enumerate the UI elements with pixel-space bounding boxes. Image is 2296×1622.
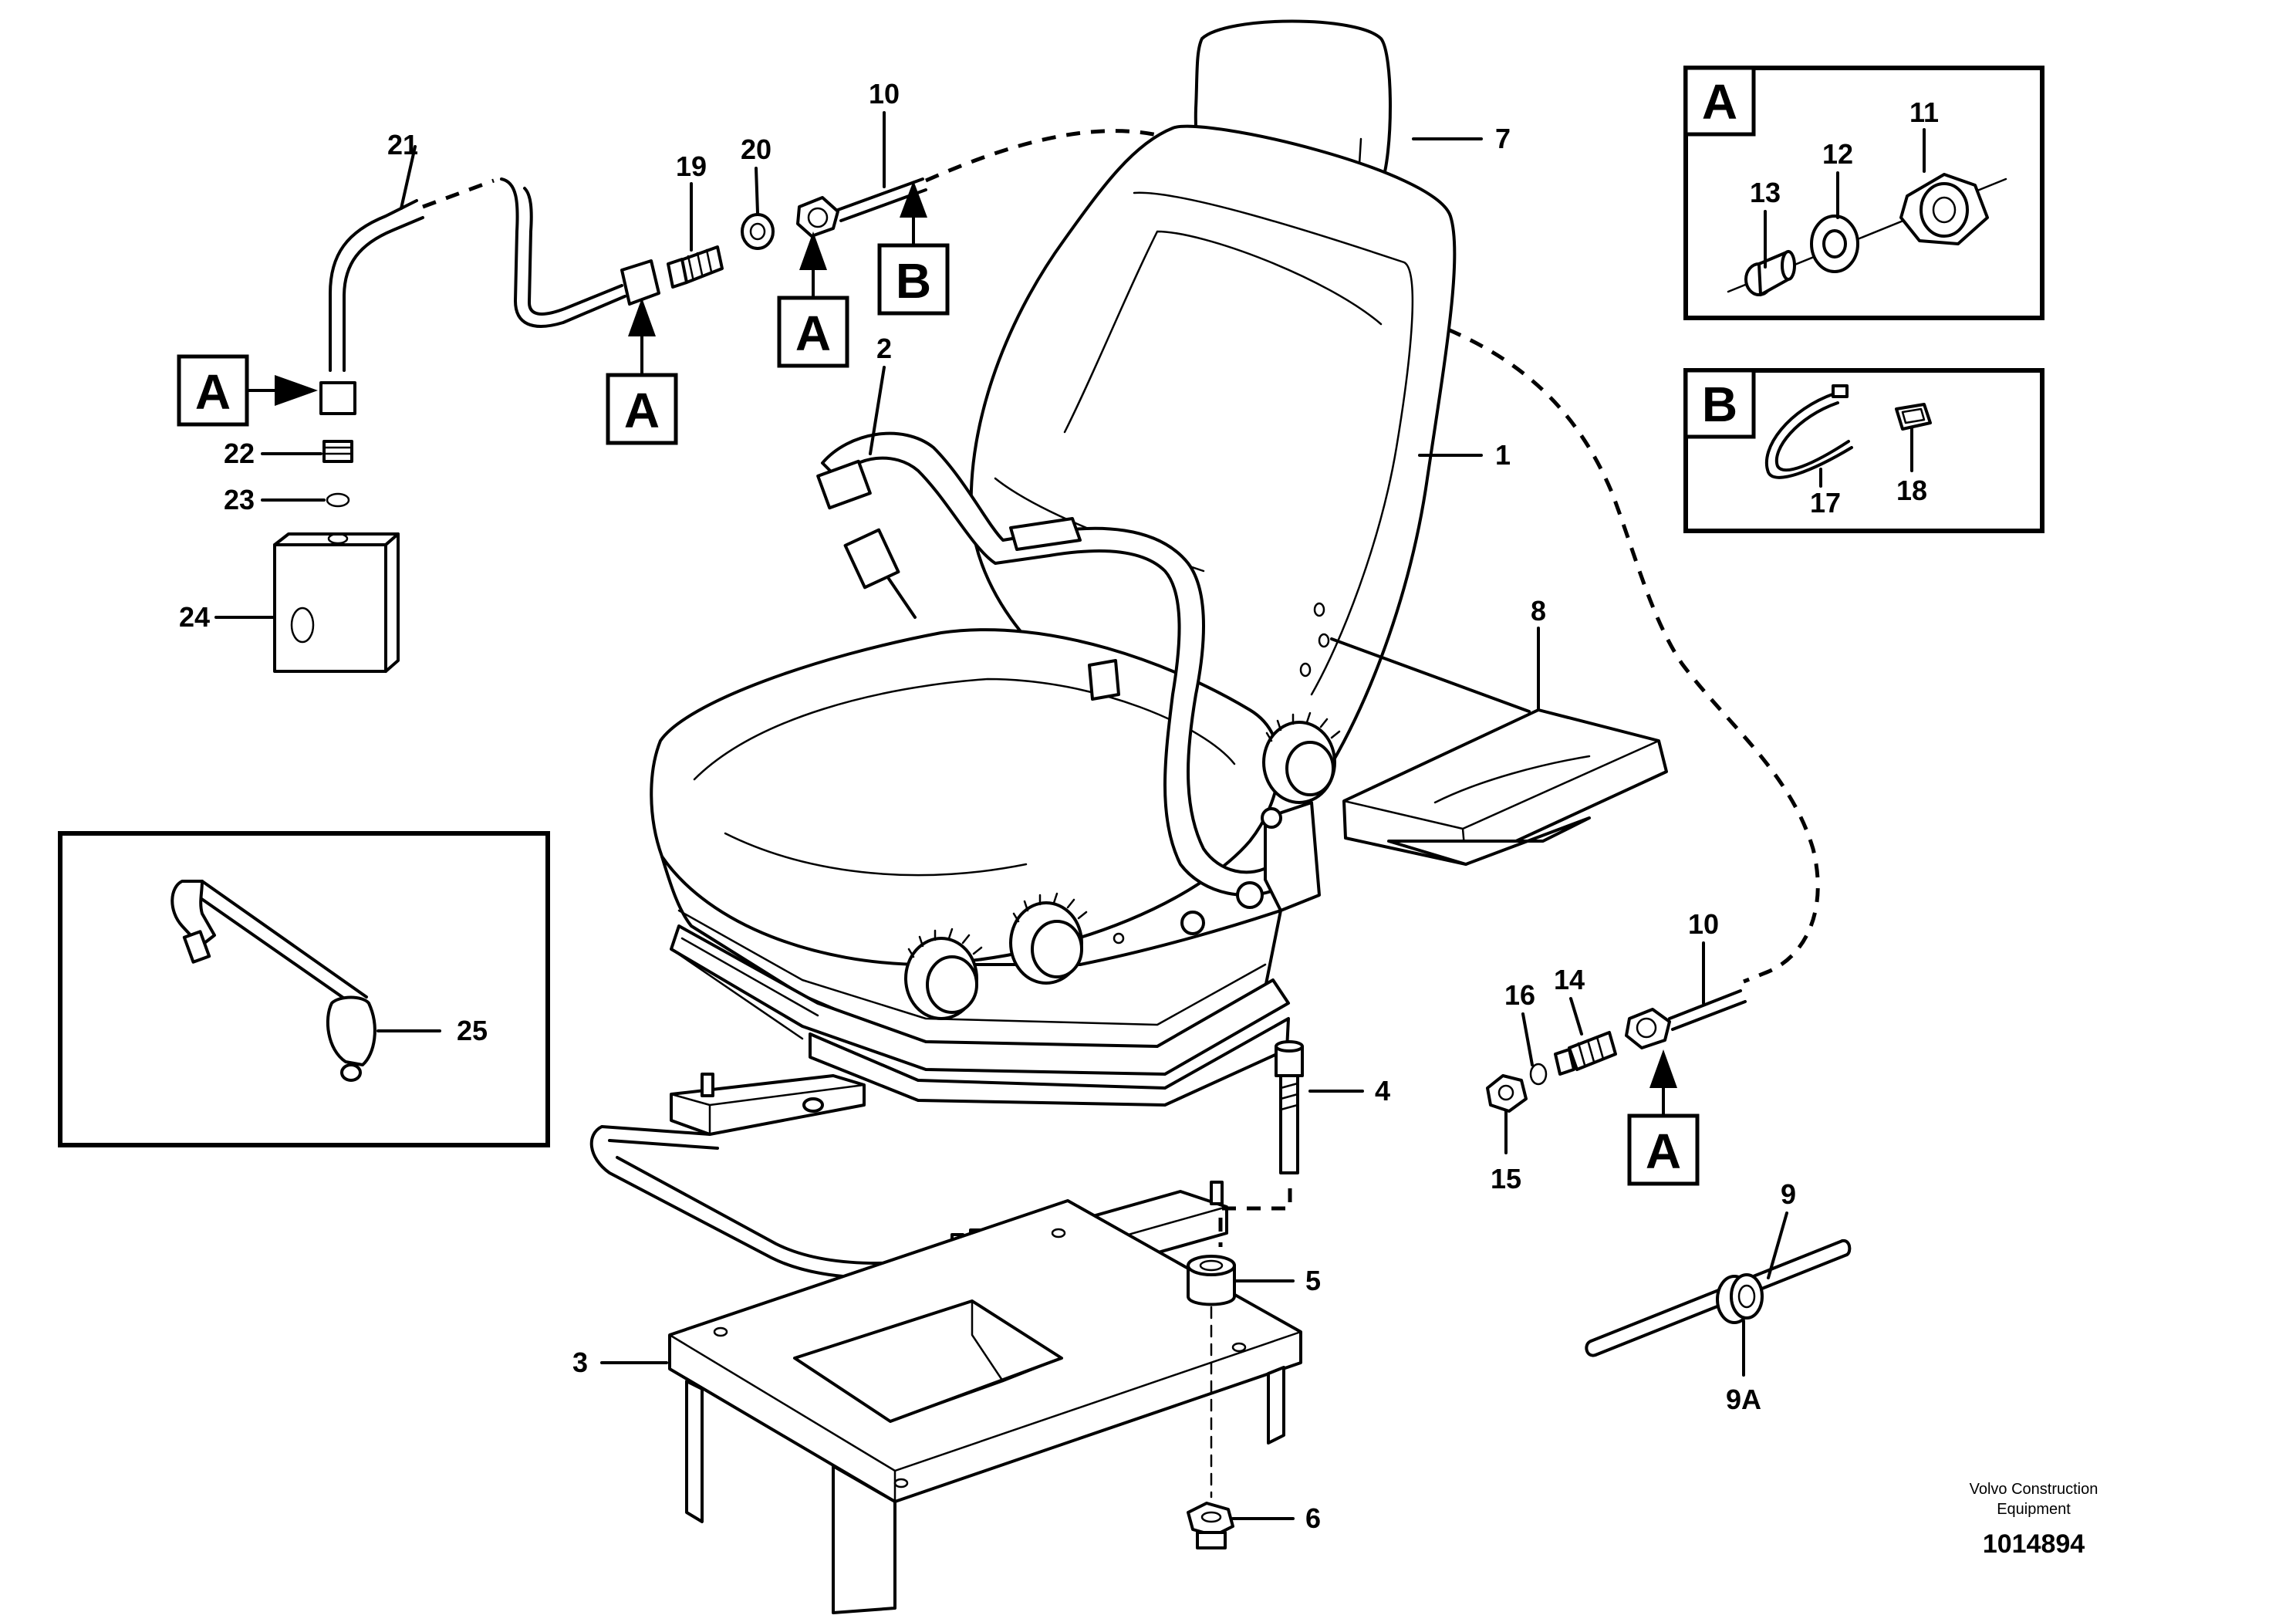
callout-8: 8 [1531, 595, 1546, 627]
callout-17: 17 [1810, 487, 1841, 519]
callout-22: 22 [224, 438, 255, 469]
marker-b-cable: B [877, 181, 950, 316]
callout-20: 20 [741, 133, 772, 165]
callout-4: 4 [1375, 1075, 1390, 1107]
grommet-9 [1585, 1238, 1852, 1357]
callout-14: 14 [1554, 964, 1585, 995]
adjust-knob-1 [904, 928, 983, 1020]
callout-10-bottom: 10 [1688, 908, 1719, 940]
svg-text:A: A [1646, 1124, 1681, 1179]
fitting-19 [620, 245, 724, 306]
callout-19: 19 [676, 150, 707, 182]
callout-7: 7 [1495, 123, 1511, 154]
cable-tie-icon [1765, 384, 1853, 479]
callout-23: 23 [224, 484, 255, 515]
svg-text:A: A [624, 383, 660, 438]
detail-b-label: B [1702, 377, 1737, 432]
company-name-line1: Volvo Construction [1970, 1481, 2098, 1498]
operator-seat [650, 19, 1457, 1107]
callout-21: 21 [387, 129, 418, 161]
hose-assembly-right [1486, 989, 1747, 1113]
callout-24: 24 [179, 601, 210, 633]
callout-11: 11 [1909, 96, 1939, 128]
armrest [1342, 708, 1668, 866]
svg-text:A: A [795, 306, 831, 361]
svg-text:B: B [896, 253, 931, 309]
callout-25: 25 [457, 1015, 488, 1046]
callout-5: 5 [1305, 1265, 1321, 1296]
adjust-knob-2 [1009, 892, 1088, 985]
tie-mount-icon [1895, 403, 1932, 431]
detail-box-a: A 13 12 11 [1683, 66, 2044, 320]
marker-a-fitting-19: A [606, 298, 678, 445]
svg-text:A: A [195, 364, 231, 420]
drawing-number: 1014894 [1983, 1529, 2085, 1559]
detail-box-b: B 17 18 [1683, 368, 2044, 533]
callout-13: 13 [1750, 177, 1781, 208]
callout-10-top: 10 [869, 78, 900, 110]
callout-6: 6 [1305, 1502, 1321, 1534]
nut-10-left [796, 196, 839, 238]
spacer-5 [1187, 1255, 1236, 1306]
callout-12: 12 [1822, 138, 1853, 170]
marker-a-hose-left: A [177, 354, 318, 427]
marker-a-nut-10: A [777, 231, 849, 368]
callout-18: 18 [1896, 475, 1927, 506]
callout-9: 9 [1781, 1178, 1796, 1210]
bolt-4 [1275, 1040, 1304, 1174]
detail-box-belt-bracket: 25 [58, 831, 550, 1147]
detail-a-parts [1727, 173, 2007, 296]
recline-knob [1262, 711, 1341, 804]
callout-15: 15 [1491, 1163, 1521, 1195]
mounting-plate [668, 1199, 1302, 1614]
callout-3: 3 [572, 1347, 588, 1378]
belt-bracket-icon [171, 880, 376, 1082]
callout-2: 2 [876, 333, 892, 364]
callout-9a: 9A [1726, 1384, 1761, 1415]
detail-a-label: A [1702, 74, 1737, 130]
marker-a-nut-10-right: A [1627, 1049, 1700, 1186]
hose-assembly-left [273, 177, 927, 673]
company-name-line2: Equipment [1997, 1501, 2071, 1518]
nut-6 [1187, 1502, 1234, 1549]
callout-16: 16 [1504, 979, 1535, 1011]
callout-1: 1 [1495, 439, 1511, 471]
